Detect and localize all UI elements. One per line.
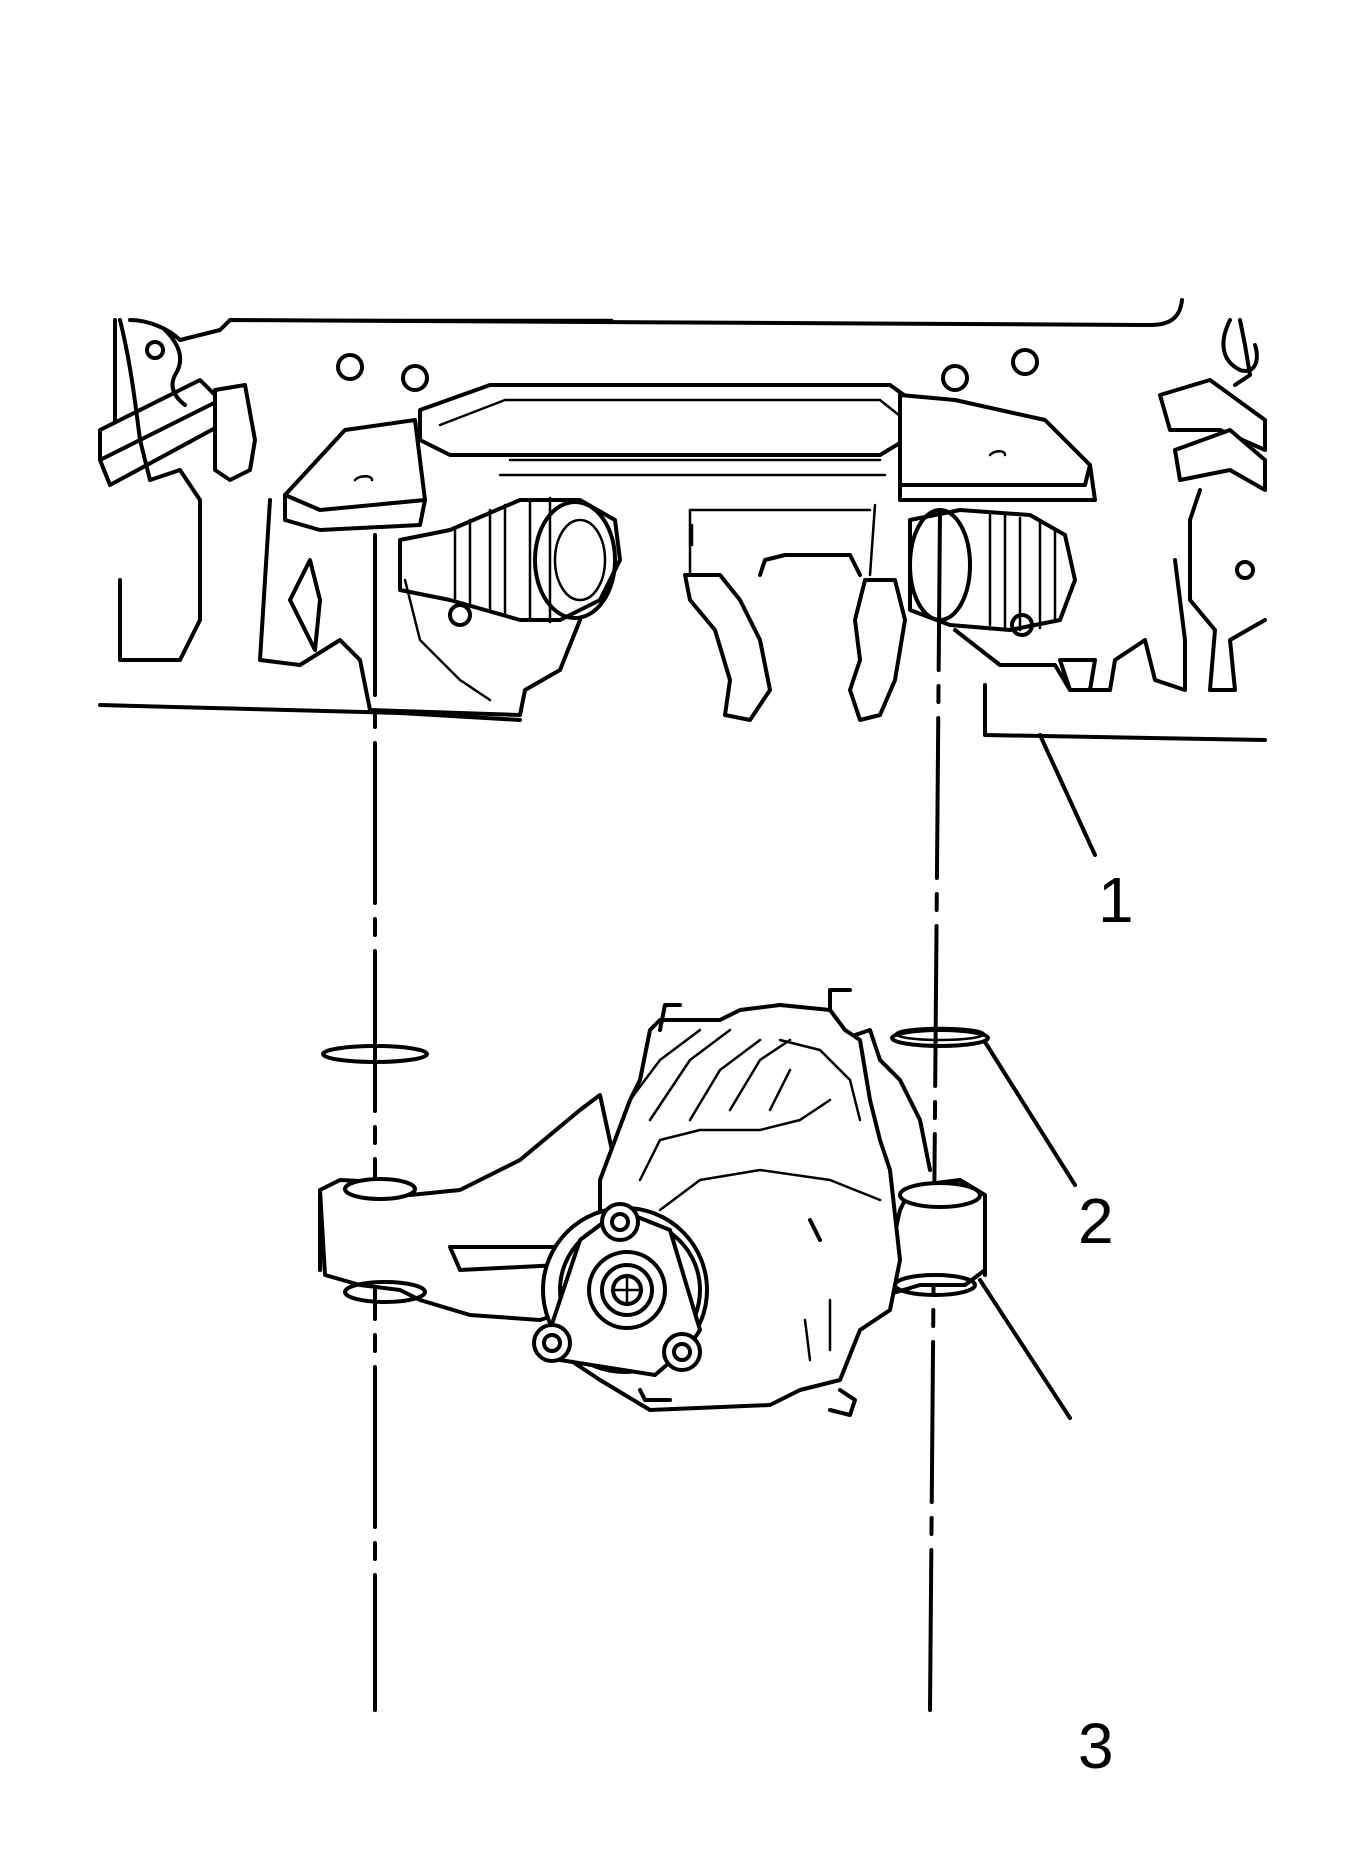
- callout-3-label: 3: [1078, 1710, 1114, 1782]
- callout-2-label: 2: [1078, 1185, 1114, 1257]
- rear-differential: [318, 988, 1072, 1420]
- callout-labels: 1 2 3: [1078, 864, 1134, 1782]
- rear-frame: [98, 298, 1267, 857]
- callout-1-label: 1: [1098, 864, 1134, 936]
- shim-washers: [321, 1026, 1077, 1187]
- alignment-center-lines: [373, 508, 942, 1712]
